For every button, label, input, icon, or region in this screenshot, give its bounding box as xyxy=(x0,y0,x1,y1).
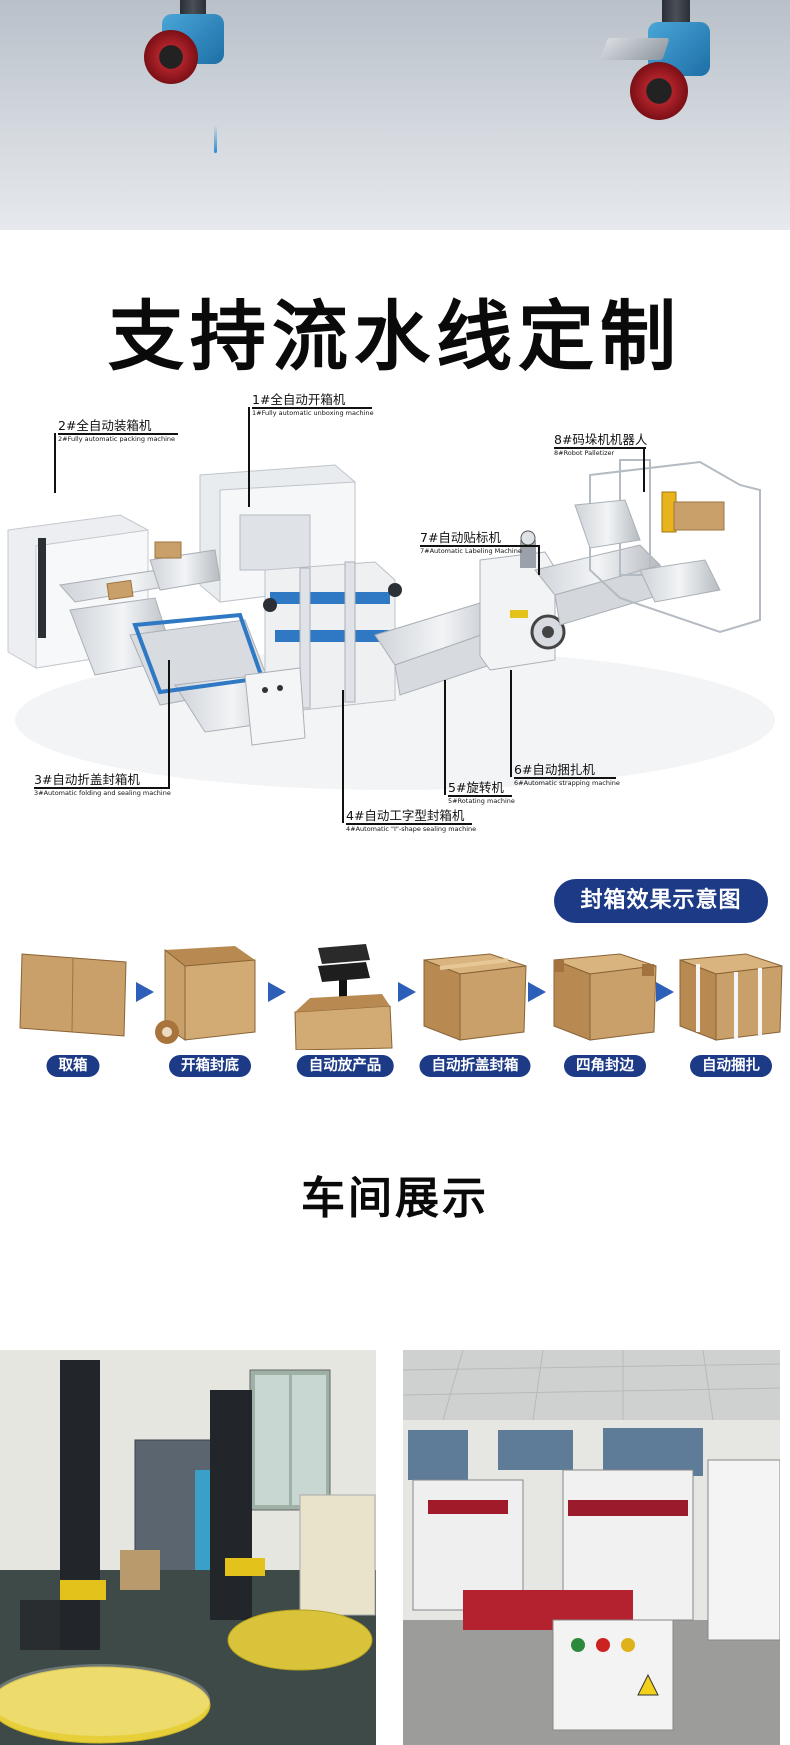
caster-wheel-right xyxy=(600,0,720,130)
step-arrow-icon xyxy=(268,982,286,1002)
leader-line-8 xyxy=(643,447,645,492)
step-corner-seal: 四角封边 xyxy=(550,940,660,1080)
insert-product-icon xyxy=(294,944,393,1050)
step-arrow-icon xyxy=(136,982,154,1002)
water-drip xyxy=(214,125,217,153)
step-arrow-icon xyxy=(528,982,546,1002)
callout-machine-7: 7#自动贴标机 7#Automatic Labeling Machine xyxy=(420,530,540,556)
leader-line-3 xyxy=(168,660,170,787)
section-title-workshop: 车间展示 xyxy=(301,1173,489,1224)
workshop-photo-left-image xyxy=(0,1350,376,1745)
callout-machine-3: 3#自动折盖封箱机 3#Automatic folding and sealin… xyxy=(34,772,171,797)
step-open-seal-bottom: 开箱封底 xyxy=(155,940,265,1080)
strapped-box-icon xyxy=(679,953,783,1041)
caster-wheel-left xyxy=(140,0,250,100)
leader-line-2 xyxy=(54,433,56,493)
leader-line-7 xyxy=(538,545,540,575)
leader-line-5 xyxy=(444,680,446,795)
sealed-box-icon xyxy=(423,953,527,1041)
step-strap: 自动捆扎 xyxy=(676,940,786,1080)
callout-machine-8: 8#码垛机机器人 8#Robot Palletizer xyxy=(554,432,648,457)
callout-machine-6: 6#自动捆扎机 6#Automatic strapping machine xyxy=(514,762,620,787)
leader-line-4 xyxy=(342,690,344,823)
step-insert-product: 自动放产品 xyxy=(290,940,400,1080)
step-label: 开箱封底 xyxy=(169,1055,251,1077)
workshop-photo-right xyxy=(403,1350,780,1745)
effect-badge: 封箱效果示意图 xyxy=(554,879,768,923)
leader-line-6 xyxy=(510,670,512,777)
hero-banner xyxy=(0,0,790,230)
step-label: 自动放产品 xyxy=(296,1055,394,1077)
leader-line-1 xyxy=(248,407,250,507)
step-label: 自动折盖封箱 xyxy=(419,1055,531,1077)
callout-machine-2: 2#全自动装箱机 2#Fully automatic packing machi… xyxy=(58,418,178,444)
callout-machine-1: 1#全自动开箱机 1#Fully automatic unboxing mach… xyxy=(252,392,374,417)
step-take-box: 取箱 xyxy=(18,940,128,1080)
step-label: 自动捆扎 xyxy=(690,1055,772,1077)
callout-machine-5: 5#旋转机 5#Rotating machine xyxy=(448,780,515,805)
production-line-illustration xyxy=(7,459,775,790)
step-arrow-icon xyxy=(398,982,416,1002)
workshop-photo-left xyxy=(0,1350,376,1745)
step-label: 取箱 xyxy=(46,1055,100,1077)
callout-machine-4: 4#自动工字型封箱机 4#Automatic "I"-shape sealing… xyxy=(346,808,477,833)
step-fold-seal: 自动折盖封箱 xyxy=(419,940,531,1080)
open-box-icon xyxy=(155,946,256,1044)
corner-sealed-box-icon xyxy=(553,953,657,1041)
step-arrow-icon xyxy=(656,982,674,1002)
workshop-photo-right-image xyxy=(403,1350,780,1745)
production-line-diagram: 1#全自动开箱机 1#Fully automatic unboxing mach… xyxy=(0,392,790,840)
step-label: 四角封边 xyxy=(564,1055,646,1077)
flat-box-icon xyxy=(19,953,127,1037)
box-effect-steps: 取箱 开箱封底 自动放产品 自动折盖封箱 xyxy=(0,940,790,1080)
section-title-line-customization: 支持流水线定制 xyxy=(108,292,682,381)
